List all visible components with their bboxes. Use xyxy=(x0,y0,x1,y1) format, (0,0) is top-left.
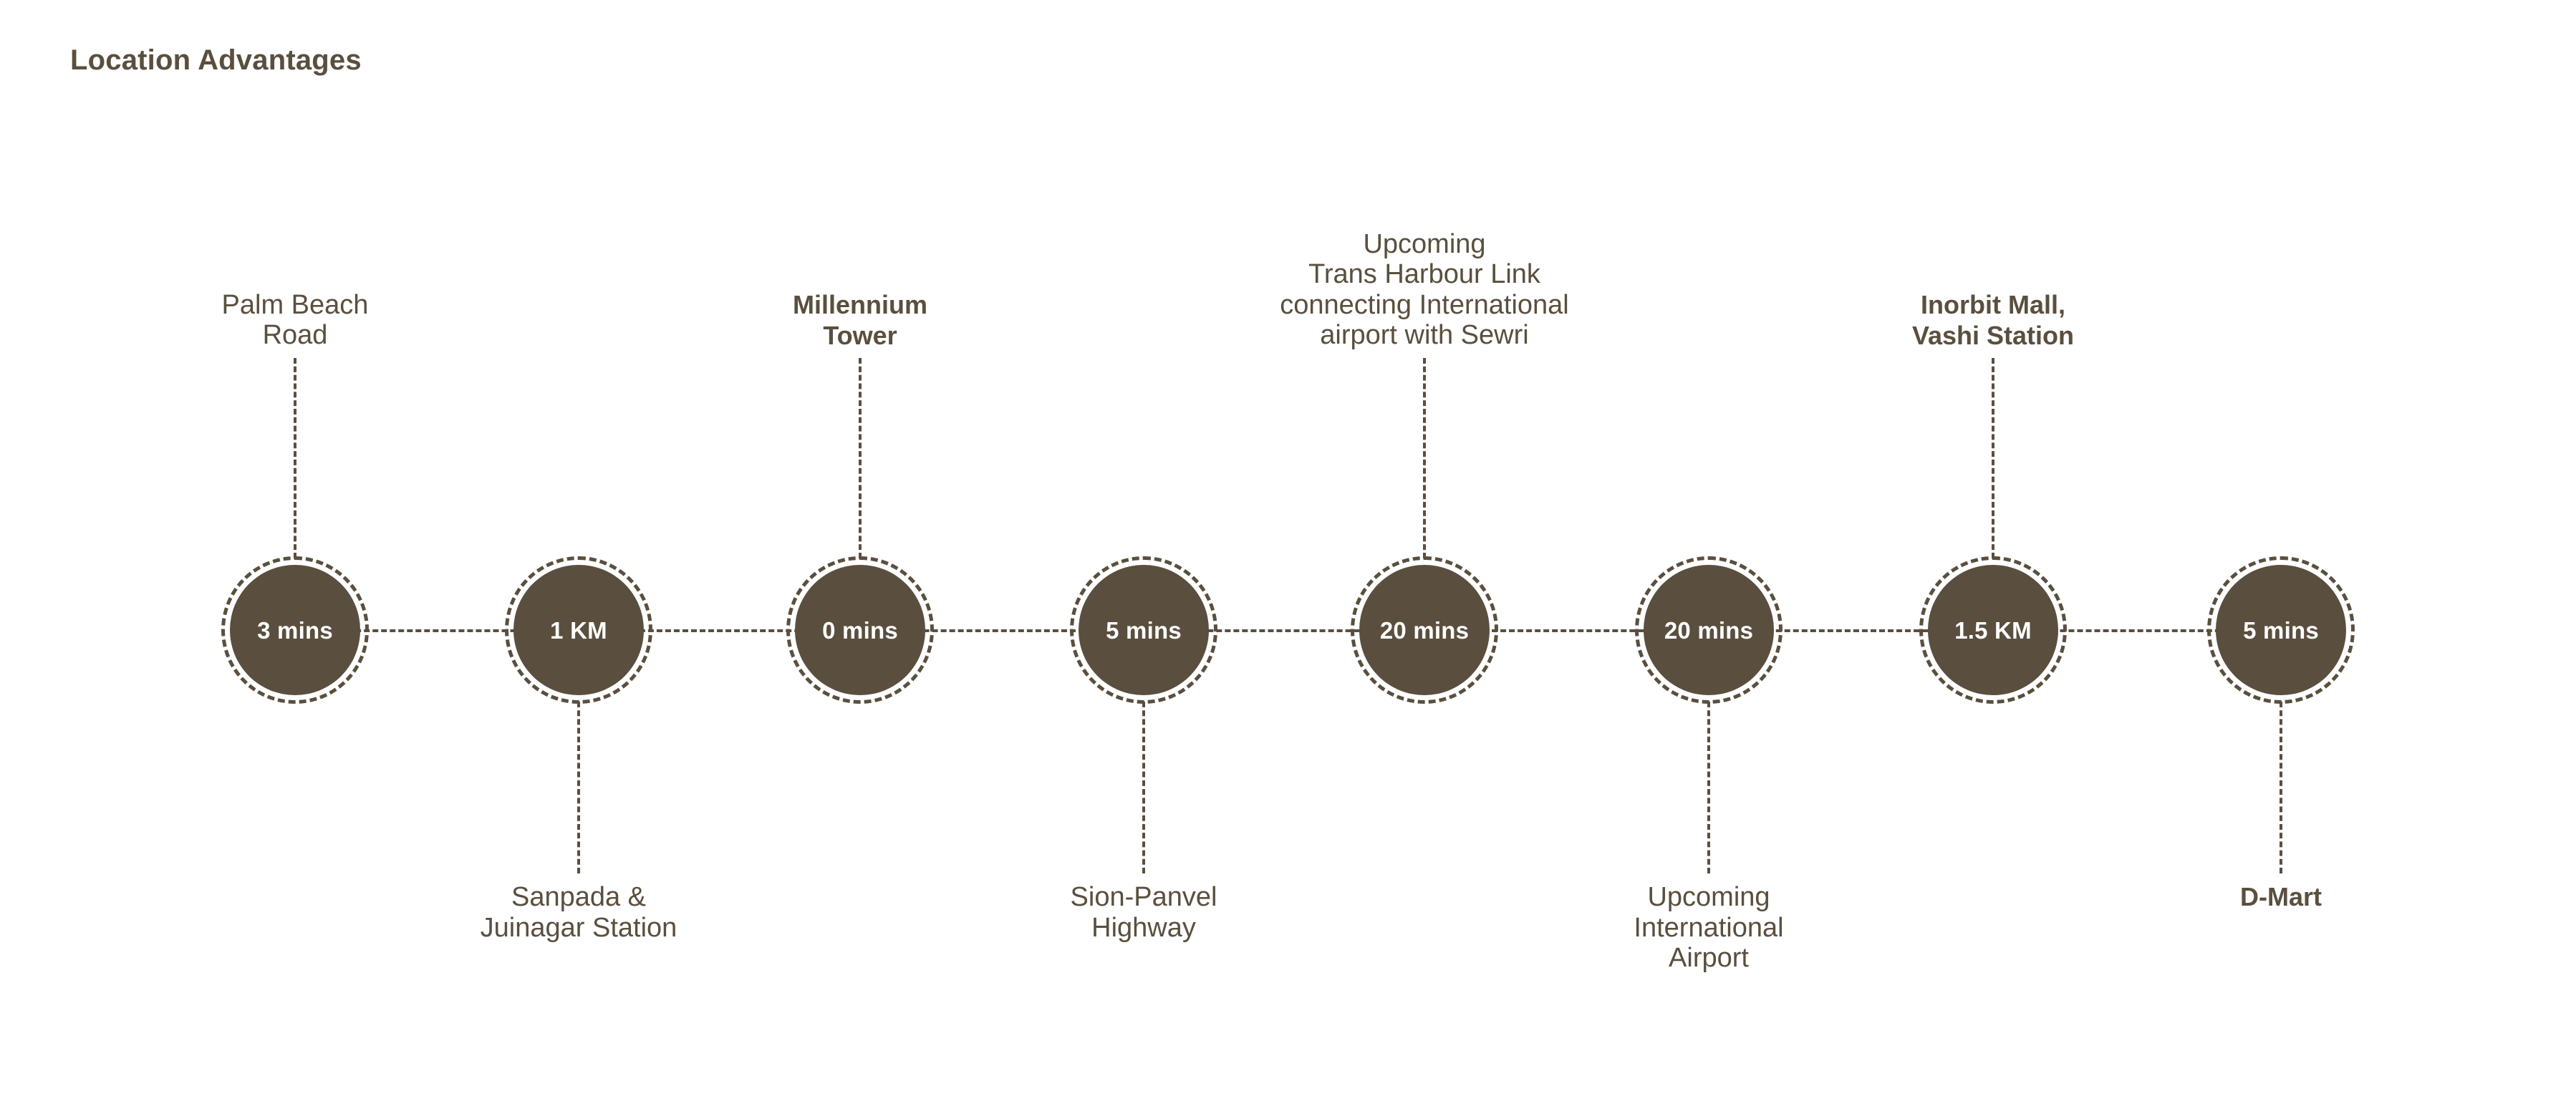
connector-line-palm-beach-road xyxy=(294,358,296,558)
dashed-ring-icon xyxy=(786,556,934,704)
page-title: Location Advantages xyxy=(70,44,362,76)
distance-badge-inorbit-mall-vashi-station[interactable]: 1.5 KM xyxy=(1928,565,2058,695)
node-label-trans-harbour-link: Upcoming Trans Harbour Link connecting I… xyxy=(1280,228,1569,351)
distance-badge-d-mart[interactable]: 5 mins xyxy=(2216,565,2346,695)
distance-badge-millennium-tower[interactable]: 0 mins xyxy=(795,565,925,695)
node-label-millennium-tower: Millennium Tower xyxy=(793,290,927,350)
distance-badge-upcoming-international-airport[interactable]: 20 mins xyxy=(1644,565,1774,695)
connector-line-inorbit-mall-vashi-station xyxy=(1992,358,1994,558)
dashed-ring-icon xyxy=(1919,556,2067,704)
dashed-ring-icon xyxy=(1070,556,1217,704)
dashed-ring-icon xyxy=(505,556,652,704)
connector-line-trans-harbour-link xyxy=(1423,358,1426,558)
distance-value: 1 KM xyxy=(550,616,607,644)
dashed-ring-icon xyxy=(1635,556,1783,704)
distance-value: 5 mins xyxy=(1106,616,1182,644)
node-label-inorbit-mall-vashi-station: Inorbit Mall, Vashi Station xyxy=(1911,290,2075,350)
timeline-axis xyxy=(295,629,2281,632)
node-label-sion-panvel-highway: Sion-Panvel Highway xyxy=(1070,882,1217,943)
node-label-palm-beach-road: Palm Beach Road xyxy=(221,289,369,351)
connector-line-sanpada-juinagar-station xyxy=(577,702,580,873)
connector-line-millennium-tower xyxy=(859,358,862,558)
connector-line-upcoming-international-airport xyxy=(1707,702,1710,873)
dashed-ring-icon xyxy=(2207,556,2355,704)
distance-value: 1.5 KM xyxy=(1954,616,2032,644)
node-label-d-mart: D-Mart xyxy=(2240,882,2322,911)
connector-line-sion-panvel-highway xyxy=(1142,702,1145,873)
distance-badge-trans-harbour-link[interactable]: 20 mins xyxy=(1359,565,1490,695)
distance-value: 3 mins xyxy=(257,616,333,644)
distance-badge-sanpada-juinagar-station[interactable]: 1 KM xyxy=(513,565,644,695)
distance-badge-palm-beach-road[interactable]: 3 mins xyxy=(230,565,360,695)
node-label-sanpada-juinagar-station: Sanpada & Juinagar Station xyxy=(480,882,677,943)
distance-value: 0 mins xyxy=(822,616,898,644)
distance-value: 20 mins xyxy=(1379,616,1470,644)
distance-badge-sion-panvel-highway[interactable]: 5 mins xyxy=(1079,565,1209,695)
dashed-ring-icon xyxy=(1351,556,1498,704)
connector-line-d-mart xyxy=(2280,702,2282,873)
dashed-ring-icon xyxy=(221,556,369,704)
node-label-upcoming-international-airport: Upcoming International Airport xyxy=(1634,882,1784,974)
distance-value: 5 mins xyxy=(2243,616,2319,644)
distance-value: 20 mins xyxy=(1664,616,1754,644)
